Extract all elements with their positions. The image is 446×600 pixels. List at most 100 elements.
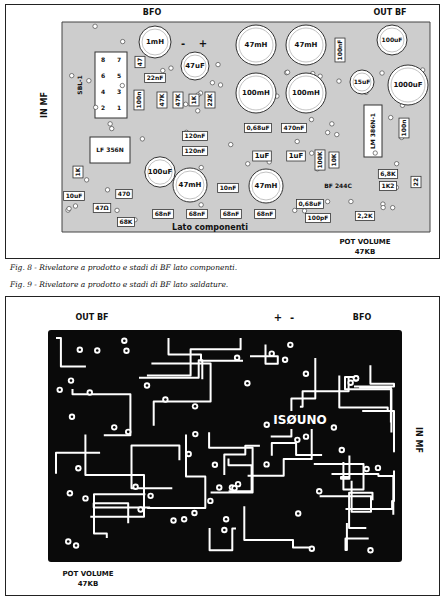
solder-pad [75,465,81,471]
component-outline [289,76,323,110]
solder-pad [295,510,301,516]
trace-gap [320,481,371,512]
trace-gap [224,446,260,475]
component-outline [306,214,331,223]
solder-pad [147,493,153,499]
solder-pad [231,485,237,491]
component-outline [184,55,206,77]
solder-pad [199,165,203,169]
solder-pad [325,199,329,203]
solder-pad [111,424,117,430]
component-outline [377,25,407,55]
drill-hole [58,389,61,392]
component-outline [145,74,166,83]
capacitor-label: 100pF [308,215,329,221]
drill-hole [377,467,380,470]
solder-pad [325,130,329,134]
resistor-label: 47Ω [95,205,108,211]
resistor-label: 47K [175,94,181,107]
transistor-label: BF 244C [324,183,352,189]
solder-pad [125,429,131,435]
solder-pad [363,466,369,472]
solder-pad [349,199,353,203]
capacitor-label: 1uF [289,153,304,160]
capacitor-label: 47uF [185,63,205,70]
component-outline [296,200,323,209]
solder-pad [123,348,129,354]
solder-pad [331,424,337,430]
solder-pad [389,115,393,119]
resistor-label: 22K [207,94,213,107]
drill-hole [246,382,249,385]
port-label: IN MF [41,92,49,118]
trace-gap [244,506,313,547]
solder-pad [68,377,74,383]
component-outline [252,172,280,200]
pin-number: 4 [101,89,105,95]
solder-pad [121,338,127,344]
solder-pad [67,206,71,210]
drill-hole [349,381,352,384]
solder-pad [347,380,353,386]
solder-pad [216,62,220,66]
component-outline [118,218,135,227]
solder-pad [192,403,198,409]
figure-caption: Fig. 8 - Rivelatore a prodotto e stadi d… [10,264,237,272]
component-outline [135,56,145,67]
pin-number: 3 [117,89,121,95]
solder-pad [244,380,250,386]
solder-pad [169,66,173,70]
solder-pad [234,355,240,361]
capacitor-label: 15uF [354,79,371,85]
drill-hole [69,492,72,495]
solder-pad [70,73,74,77]
solder-pad [73,204,77,208]
component-outline [187,210,208,219]
solder-pad [87,78,91,82]
solder-pad [185,451,191,457]
drill-hole [369,549,372,552]
mixer-outline [95,52,127,118]
resistor-label: 1K [75,168,81,177]
resistor-label: 68K [120,219,133,225]
component-outline [253,151,272,161]
drill-hole [96,349,99,352]
capacitor-label: 0,68uF [298,201,321,207]
capacitor-label: 68nF [189,211,206,217]
component-outline [287,151,306,161]
solder-pad [380,71,384,75]
drill-hole [194,405,197,408]
component-outline [205,92,215,108]
solder-pad [183,102,187,106]
drill-hole [296,439,299,442]
capacitor-label: 68nF [155,211,172,217]
component-outline [399,118,409,138]
solder-pad [309,151,313,155]
solder-pad [77,347,83,353]
solder-pad [82,495,88,501]
component-outline [255,210,276,219]
drill-hole [71,415,74,418]
drill-hole [84,497,87,500]
solder-pad [381,205,385,209]
trace-gap [349,493,372,528]
trace-gap [94,503,150,523]
trace-gap [94,494,145,538]
drill-hole [194,433,197,436]
port-label: POT VOLUME [62,571,113,578]
drill-hole [193,512,196,515]
capacitor-label: 1uF [255,153,270,160]
trace-gap [56,453,100,474]
solder-pad [140,137,144,141]
solder-pad [394,162,398,166]
mixer-label: SBL-1 [77,75,83,94]
trace-gap [300,377,349,407]
solder-pad [218,83,222,87]
trace-gap [272,443,322,456]
solder-pad [132,484,138,490]
solder-pad [120,83,124,87]
trace-gap [354,365,394,386]
port-label: BFO [353,314,371,322]
drill-hole [127,431,130,434]
figure-frame [6,297,440,596]
